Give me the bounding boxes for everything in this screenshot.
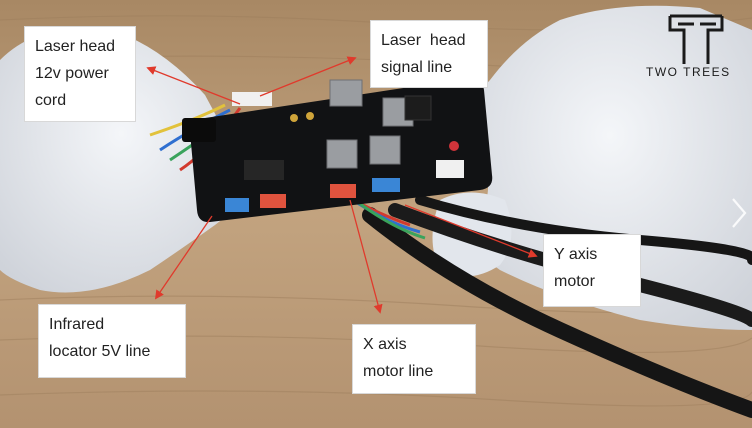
right-glove	[467, 5, 752, 330]
control-board	[182, 77, 493, 223]
arrow-infrared	[154, 215, 213, 300]
label-line: signal line	[381, 59, 453, 76]
chevron-right-icon[interactable]	[730, 196, 748, 230]
arrow-x-axis	[349, 199, 383, 314]
annotation-arrows	[146, 56, 538, 314]
arrow-y-axis	[404, 204, 538, 258]
label-infrared-locator: Infrared locator 5V line	[38, 304, 186, 378]
label-line: Laser head	[35, 38, 116, 55]
label-line: motor line	[363, 363, 434, 380]
label-line: X axis	[363, 336, 407, 353]
label-line: Y axis	[554, 246, 598, 263]
label-line: Infrared	[49, 316, 105, 333]
label-x-axis-motor-line: X axis motor line	[352, 324, 476, 394]
label-line: 12v power	[35, 65, 109, 82]
arrow-laser-signal	[259, 56, 357, 97]
two-trees-logo-icon	[668, 14, 724, 64]
label-y-axis-motor: Y axis motor	[543, 234, 641, 307]
label-line: motor	[554, 273, 595, 290]
brand-name: TWO TREES	[646, 65, 731, 79]
label-laser-head-signal-line: Laser head signal line	[370, 20, 488, 88]
label-line: locator 5V line	[49, 343, 151, 360]
arrow-laser-power	[146, 66, 241, 105]
label-laser-head-power-cord: Laser head 12v power cord	[24, 26, 136, 122]
label-line: Laser head	[381, 32, 466, 49]
label-line: cord	[35, 92, 67, 109]
